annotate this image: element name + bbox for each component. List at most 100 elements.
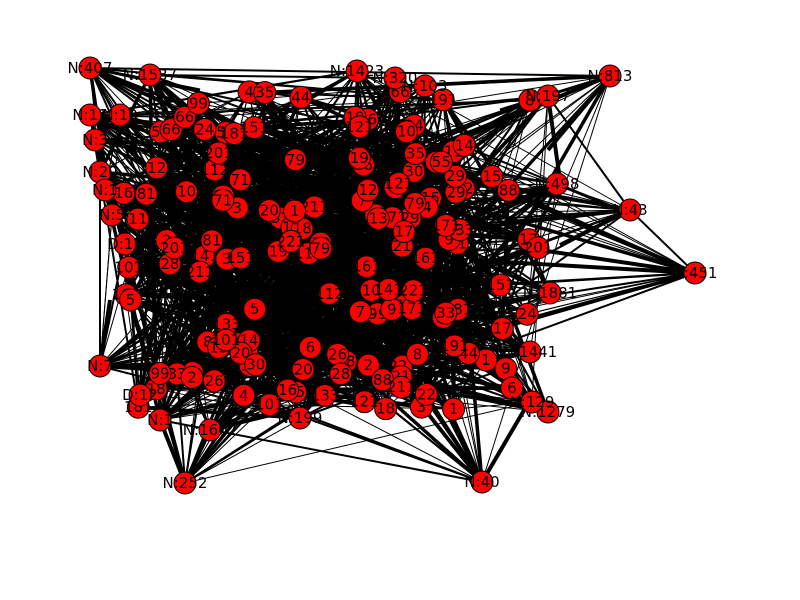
node-label: N:1881 bbox=[523, 284, 577, 302]
graph-node: N:3 bbox=[82, 128, 108, 152]
graph-node: 18 bbox=[374, 397, 398, 421]
node-label: N:1 bbox=[147, 411, 173, 429]
node-label: 33 bbox=[436, 304, 455, 322]
node-label: 8 bbox=[203, 333, 213, 351]
graph-node: 151 bbox=[226, 246, 255, 270]
node-label: 35 bbox=[406, 145, 425, 163]
graph-node: 6 bbox=[298, 335, 322, 359]
node-label: 14 bbox=[455, 136, 474, 154]
graph-node: N:40 bbox=[464, 470, 500, 494]
graph-edge bbox=[218, 130, 407, 154]
node-label: N:813 bbox=[588, 67, 633, 85]
graph-edge bbox=[629, 209, 696, 274]
node-marker bbox=[78, 103, 102, 127]
node-label: 161 bbox=[352, 258, 381, 276]
node-label: N:252 bbox=[163, 474, 208, 492]
node-marker bbox=[186, 91, 210, 115]
node-marker bbox=[515, 302, 539, 326]
node-label: 88 bbox=[373, 371, 392, 389]
node-marker bbox=[313, 383, 337, 407]
node-marker bbox=[526, 236, 550, 260]
node-marker bbox=[452, 133, 476, 157]
node-marker bbox=[180, 365, 204, 389]
node-label: 24 bbox=[195, 120, 214, 138]
node-label: 11 bbox=[128, 210, 147, 228]
graph-node: 81 bbox=[134, 182, 158, 206]
node-marker bbox=[193, 117, 217, 141]
graph-edge bbox=[198, 102, 369, 191]
node-marker bbox=[431, 88, 455, 112]
graph-node: 7 bbox=[348, 300, 372, 324]
node-label: 16 bbox=[278, 381, 297, 399]
node-label: 29 bbox=[446, 183, 465, 201]
node-label: 20 bbox=[294, 360, 313, 378]
graph-node: 8 bbox=[406, 342, 430, 366]
node-label: 18 bbox=[376, 400, 395, 418]
node-label: 13 bbox=[369, 210, 388, 228]
node-label: N:5 bbox=[99, 206, 125, 224]
graph-node: 161 bbox=[411, 246, 440, 270]
node-label: 112 bbox=[200, 161, 229, 179]
graph-edge bbox=[358, 126, 530, 241]
node-label: 4 bbox=[239, 386, 249, 404]
node-label: N:1607 bbox=[183, 421, 237, 439]
graph-node: 2 bbox=[180, 365, 204, 389]
graph-node: 10 bbox=[359, 278, 383, 302]
graph-edge bbox=[243, 266, 368, 397]
node-label: 15 bbox=[482, 167, 501, 185]
graph-node: 191 bbox=[429, 88, 458, 112]
graph-node: 101 bbox=[255, 393, 284, 417]
node-label: 8 bbox=[413, 345, 423, 363]
node-marker bbox=[148, 362, 172, 386]
graph-node: 71 bbox=[211, 188, 235, 212]
graph-node: N:813 bbox=[588, 64, 633, 88]
node-marker bbox=[100, 203, 124, 227]
node-label: 30 bbox=[404, 162, 423, 180]
node-label: 151 bbox=[240, 119, 269, 137]
graph-node: 1 bbox=[283, 199, 307, 223]
node-label: N:43 bbox=[612, 201, 647, 219]
node-label: 30 bbox=[246, 356, 265, 374]
node-marker bbox=[403, 191, 427, 215]
graph-node: D:15 bbox=[107, 232, 143, 256]
graph-edge bbox=[156, 116, 356, 169]
node-marker bbox=[352, 390, 376, 414]
graph-edge bbox=[222, 195, 470, 355]
graph-node: 101 bbox=[212, 328, 241, 352]
node-marker bbox=[489, 273, 513, 297]
graph-edge bbox=[481, 75, 611, 483]
graph-node: 121 bbox=[345, 115, 374, 139]
graph-node: 79 bbox=[309, 236, 333, 260]
graph-node: 28 bbox=[329, 362, 353, 386]
node-marker bbox=[257, 198, 281, 222]
node-marker bbox=[173, 471, 197, 495]
graph-node: N:1537 bbox=[123, 63, 177, 87]
graph-node: 99 bbox=[148, 362, 172, 386]
node-label: N:20 bbox=[82, 163, 117, 181]
node-label: 99 bbox=[150, 365, 169, 383]
node-label: 151 bbox=[486, 276, 515, 294]
graph-node: 151 bbox=[486, 273, 515, 297]
node-marker bbox=[78, 56, 102, 80]
node-label: 101 bbox=[212, 331, 241, 349]
node-marker bbox=[401, 279, 425, 303]
node-label: 191 bbox=[429, 91, 458, 109]
node-label: 112 bbox=[315, 285, 344, 303]
node-label: 9 bbox=[444, 230, 454, 248]
node-label: 55 bbox=[432, 153, 451, 171]
graph-node: 24 bbox=[193, 117, 217, 141]
graph-node: N:20 bbox=[82, 160, 118, 184]
node-label: 9 bbox=[501, 360, 511, 378]
node-marker bbox=[113, 232, 137, 256]
node-label: N:10 bbox=[102, 106, 137, 124]
node-marker bbox=[598, 64, 622, 88]
graph-node: 24 bbox=[515, 302, 539, 326]
node-label: N:40 bbox=[464, 473, 499, 491]
graph-node: 12 bbox=[145, 156, 169, 180]
graph-node: 79 bbox=[283, 148, 307, 172]
node-marker bbox=[347, 115, 371, 139]
graph-node: 201 bbox=[204, 141, 233, 165]
node-marker bbox=[283, 199, 307, 223]
graph-node: 30 bbox=[244, 353, 268, 377]
node-marker bbox=[392, 220, 416, 244]
